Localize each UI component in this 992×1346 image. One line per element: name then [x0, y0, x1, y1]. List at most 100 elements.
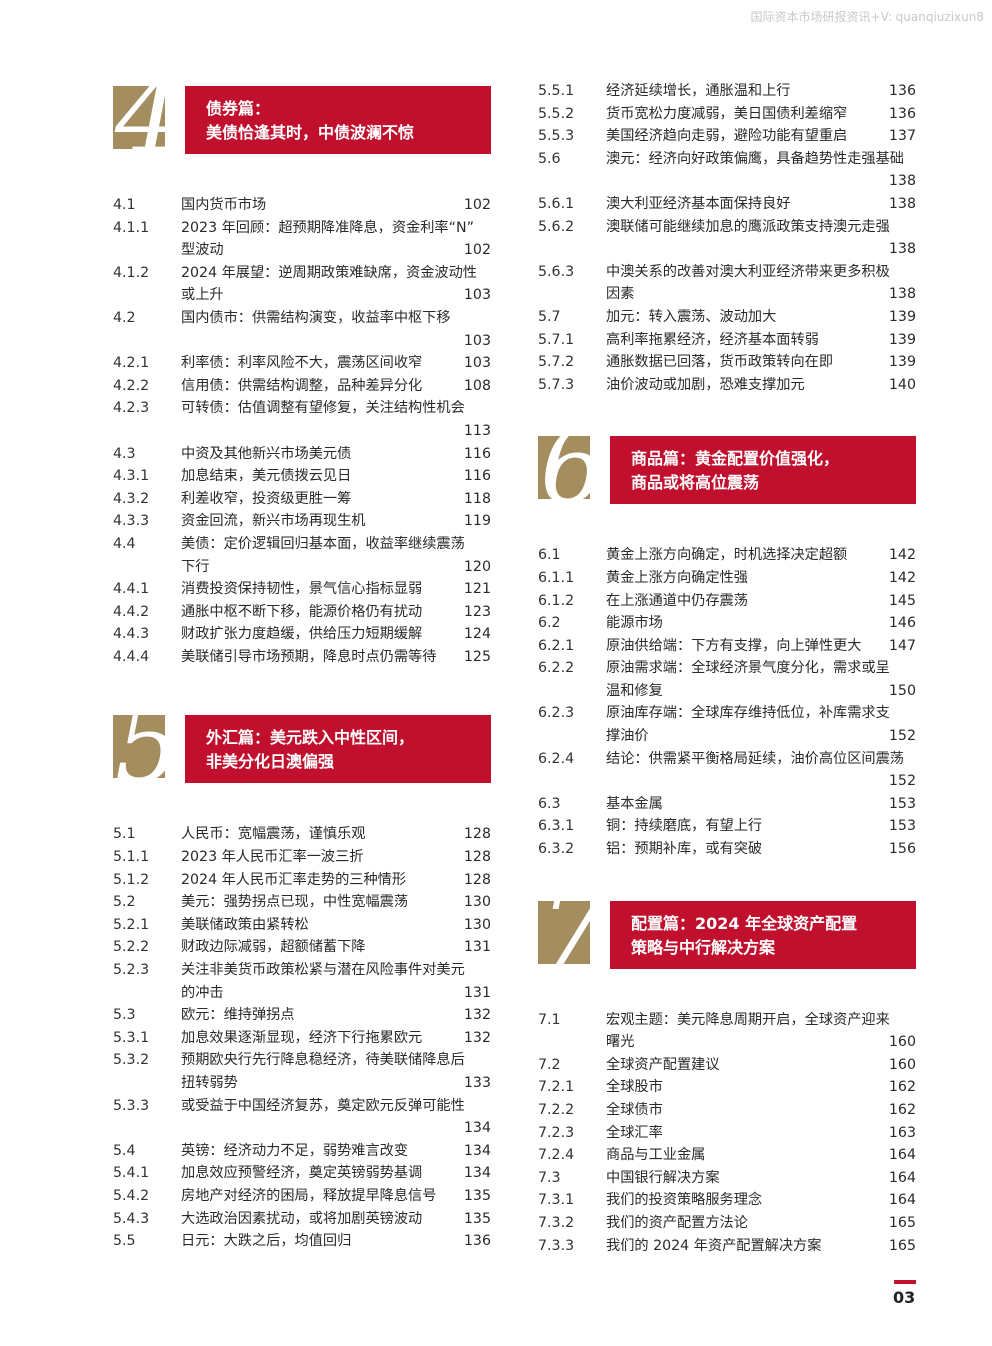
- toc-entry-text: 信用债：供需结构调整，品种差异分化: [181, 377, 423, 394]
- section-4-title: 债券篇： 美债恰逢其时，中债波澜不惊: [185, 86, 491, 154]
- toc-entry-page: 102: [463, 197, 491, 213]
- toc-entry-text: 铜：持续磨底，有望上行: [606, 818, 763, 835]
- toc-entry-text: 大选政治因素扰动，或将加剧英镑波动: [181, 1210, 423, 1227]
- toc-entry-page: 128: [463, 871, 491, 888]
- toc-entry-number: 5.3: [113, 1007, 136, 1024]
- toc-entry-number: 7.2.1: [538, 1079, 575, 1096]
- toc-entry-page: 142: [888, 569, 916, 586]
- toc-entry-text: 我们的 2024 年资产配置解决方案: [606, 1237, 822, 1254]
- toc-entry-number: 5.7.2: [538, 354, 575, 371]
- toc-entry-text: 黄金上涨方向确定，时机选择决定超额: [606, 547, 848, 564]
- toc-entry-number: 6.3.1: [538, 818, 575, 835]
- toc-entry-number: 6.3.2: [538, 841, 575, 858]
- toc-entry-text: 2024 年展望：逆周期政策难缺席，资金波动性: [181, 264, 477, 281]
- toc-entry-number: 5.6.1: [538, 195, 575, 212]
- toc-entry-page: 128: [463, 826, 491, 843]
- toc-entry-number: 5.1: [113, 826, 136, 843]
- toc-entry-text: 消费投资保持韧性，景气信心指标显弱: [181, 581, 423, 598]
- toc-entry-number: 4.4.2: [113, 603, 150, 620]
